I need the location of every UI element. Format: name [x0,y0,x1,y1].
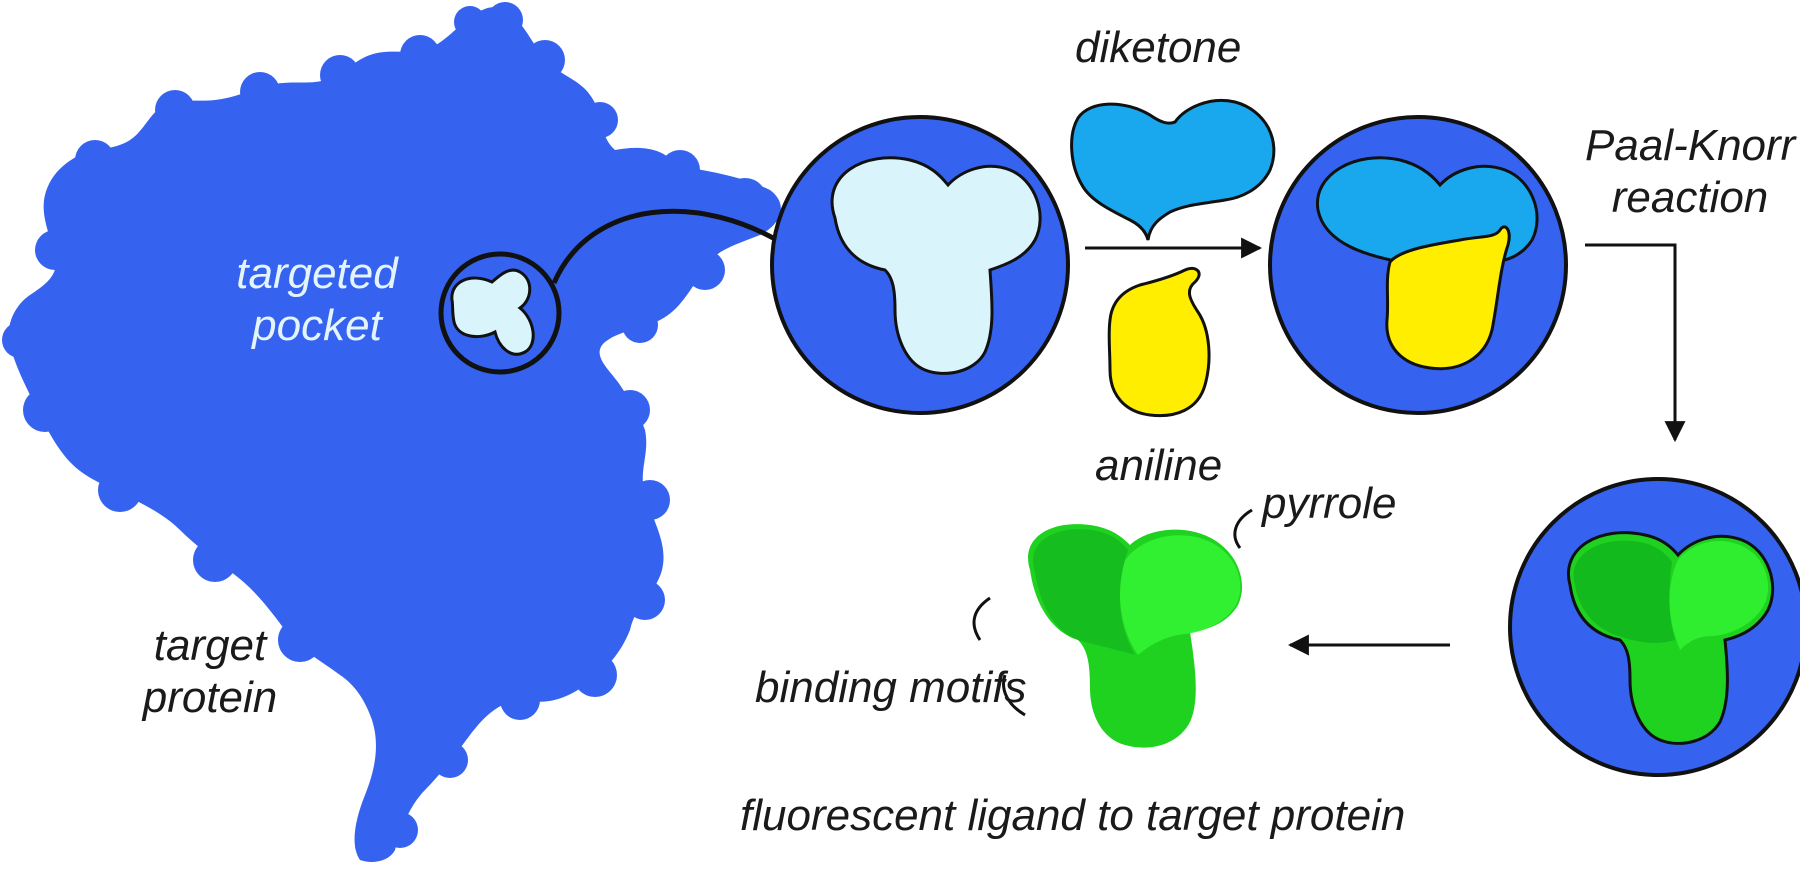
paal-knorr-line2: reaction [1611,173,1769,222]
diketone-fragment-shape [1070,98,1276,241]
pyrrole-bracket [1233,508,1253,549]
targeted-pocket-line1: targeted [236,249,398,298]
fluorescent-ligand-caption: fluorescent ligand to target protein [740,791,1406,840]
arrow-paal-knorr [1585,243,1686,443]
aniline-label: aniline [1095,441,1223,490]
fluorescent-ligand-dark-lobe [1033,529,1135,655]
pocket-highlight-circle [438,251,562,375]
aniline-fragment-shape [1107,266,1211,418]
bound-aniline-shape [1385,225,1511,371]
product-bright-lobe-shape [1669,540,1769,650]
fluorescent-ligand-bright-lobe [1119,535,1241,655]
zoom-connector-line [551,208,792,284]
empty-pocket-shape [830,156,1042,375]
paal-knorr-line1: Paal-Knorr [1585,121,1796,170]
paal-knorr-label: Paal-Knorr reaction [1585,120,1795,224]
product-dark-lobe-shape [1573,540,1675,643]
target-protein-line1: target [153,621,267,670]
target-protein-line2: protein [142,673,278,722]
targeted-pocket-label: targeted pocket [222,248,412,352]
diketone-label: diketone [1075,23,1242,72]
protein-surface-bumps [2,2,767,860]
binding-motifs-bracket-top [972,596,991,641]
targeted-pocket-line2: pocket [252,301,382,350]
pyrrole-label: pyrrole [1262,479,1397,528]
target-protein-label: target protein [120,620,300,724]
small-pocket-shape [450,268,535,356]
binding-motifs-bracket-bottom [1002,674,1026,717]
binding-motifs-label: binding motifs [755,663,1027,712]
